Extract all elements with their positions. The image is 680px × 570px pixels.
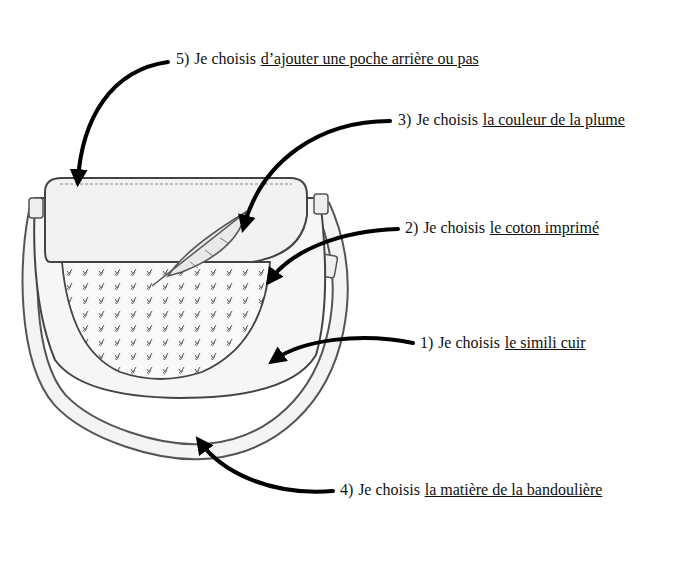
- callout-number: 1): [420, 334, 433, 351]
- callout-number: 4): [340, 481, 353, 498]
- callout: 2) Je choisis le coton imprimé: [405, 218, 599, 237]
- callout-choice: le simili cuir: [505, 334, 586, 351]
- callout: 3) Je choisis la couleur de la plume: [398, 110, 625, 129]
- callout: 5) Je choisis d’ajouter une poche arrière …: [176, 49, 479, 68]
- feather: [152, 212, 246, 286]
- buckles: [29, 194, 328, 218]
- callout-choice: la matière de la bandoulière: [425, 481, 603, 498]
- callout-number: 3): [398, 111, 411, 128]
- bag-flap: [45, 178, 307, 262]
- callout: 4) Je choisis la matière de la bandoulière: [340, 480, 602, 499]
- callout-choice: le coton imprimé: [490, 219, 599, 236]
- callout-number: 2): [405, 219, 418, 236]
- callout-verb: Je choisis: [423, 219, 485, 236]
- callout-verb: Je choisis: [358, 481, 420, 498]
- callout: 1) Je choisis le simili cuir: [420, 333, 586, 352]
- zipper: [60, 184, 292, 185]
- callout-verb: Je choisis: [438, 334, 500, 351]
- callout-choice: la couleur de la plume: [483, 111, 625, 128]
- leader-arrows: [78, 62, 413, 492]
- callout-verb: Je choisis: [194, 50, 256, 67]
- callout-verb: Je choisis: [416, 111, 478, 128]
- callout-choice: d’ajouter une poche arrière ou pas: [261, 50, 479, 67]
- printed-pocket: [62, 262, 270, 379]
- callout-number: 5): [176, 50, 189, 67]
